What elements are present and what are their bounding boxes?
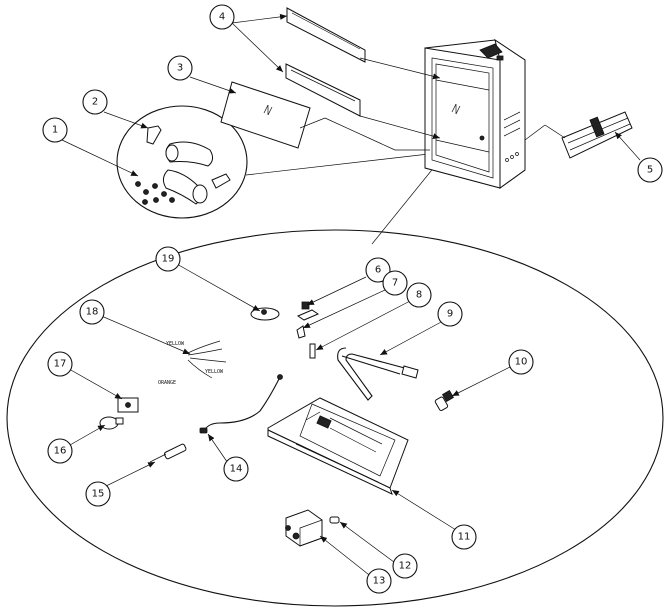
svg-text:9: 9 bbox=[447, 309, 453, 320]
part-15-igniter bbox=[149, 443, 187, 463]
part-18-wiring-harness: YELLOW YELLOW ORANGE bbox=[158, 340, 227, 386]
svg-text:12: 12 bbox=[399, 561, 412, 572]
callout-10: 10 bbox=[508, 349, 534, 375]
svg-text:8: 8 bbox=[416, 290, 422, 301]
svg-text:15: 15 bbox=[92, 489, 105, 500]
svg-text:14: 14 bbox=[230, 464, 243, 475]
callout-3: 3 bbox=[167, 55, 193, 81]
part-19-disc bbox=[250, 307, 280, 321]
part-12-fitting bbox=[329, 516, 340, 524]
svg-text:3: 3 bbox=[177, 63, 183, 74]
svg-text:1: 1 bbox=[52, 125, 58, 136]
callout-18: 18 bbox=[79, 299, 105, 325]
callout-14: 14 bbox=[223, 456, 249, 482]
callout-9: 9 bbox=[437, 301, 463, 327]
part-10-fitting bbox=[434, 389, 455, 411]
part-1-hardware bbox=[135, 181, 175, 205]
svg-text:2: 2 bbox=[92, 97, 98, 108]
svg-text:13: 13 bbox=[373, 576, 386, 587]
svg-text:4: 4 bbox=[219, 12, 225, 23]
callout-15: 15 bbox=[85, 481, 111, 507]
svg-text:10: 10 bbox=[515, 357, 528, 368]
callout-4: 4 bbox=[209, 4, 235, 30]
svg-text:18: 18 bbox=[86, 307, 99, 318]
callout-11: 11 bbox=[451, 524, 477, 550]
part-17-switch-plate bbox=[117, 397, 139, 413]
callout-19: 19 bbox=[155, 246, 181, 272]
part-5-blower bbox=[561, 111, 633, 159]
callout-13: 13 bbox=[366, 568, 392, 594]
svg-text:7: 7 bbox=[392, 278, 398, 289]
svg-text:17: 17 bbox=[54, 359, 67, 370]
part-3-glass-panel bbox=[220, 81, 311, 149]
svg-text:5: 5 bbox=[647, 165, 653, 176]
callout-16: 16 bbox=[47, 438, 73, 464]
logs-group-ellipse bbox=[116, 105, 248, 219]
callouts: 1 2 3 4 5 6 7 8 9 10 11 12 13 14 15 16 1… bbox=[42, 4, 663, 594]
part-4-gasket-strips bbox=[285, 7, 366, 117]
fireplace-unit bbox=[424, 38, 526, 189]
part-6-7-8-pilot-hardware bbox=[296, 301, 320, 359]
part-11-burner-tray bbox=[267, 397, 409, 495]
logs-leader-line bbox=[245, 151, 447, 176]
part-2-log-set bbox=[146, 125, 231, 205]
svg-text:16: 16 bbox=[54, 446, 67, 457]
callout-17: 17 bbox=[47, 351, 73, 377]
leader-lines bbox=[61, 13, 641, 579]
part-16-knob bbox=[99, 416, 124, 430]
part-14-thermocouple bbox=[199, 374, 283, 434]
parts-group-ellipse bbox=[6, 229, 664, 607]
callout-6: 6 bbox=[365, 257, 391, 283]
callout-2: 2 bbox=[82, 89, 108, 115]
callout-12: 12 bbox=[392, 553, 418, 579]
part-9-u-tube bbox=[337, 347, 419, 401]
wire-label-yellow-bottom: YELLOW bbox=[205, 369, 224, 375]
callout-1: 1 bbox=[42, 117, 68, 143]
callout-8: 8 bbox=[406, 282, 432, 308]
svg-text:11: 11 bbox=[458, 532, 471, 543]
svg-text:19: 19 bbox=[162, 254, 175, 265]
wire-label-yellow-top: YELLOW bbox=[166, 341, 185, 347]
callout-7: 7 bbox=[382, 270, 408, 296]
svg-text:6: 6 bbox=[375, 265, 381, 276]
part-13-valve bbox=[285, 509, 323, 547]
callout-5: 5 bbox=[637, 157, 663, 183]
wire-label-orange: ORANGE bbox=[158, 380, 176, 386]
